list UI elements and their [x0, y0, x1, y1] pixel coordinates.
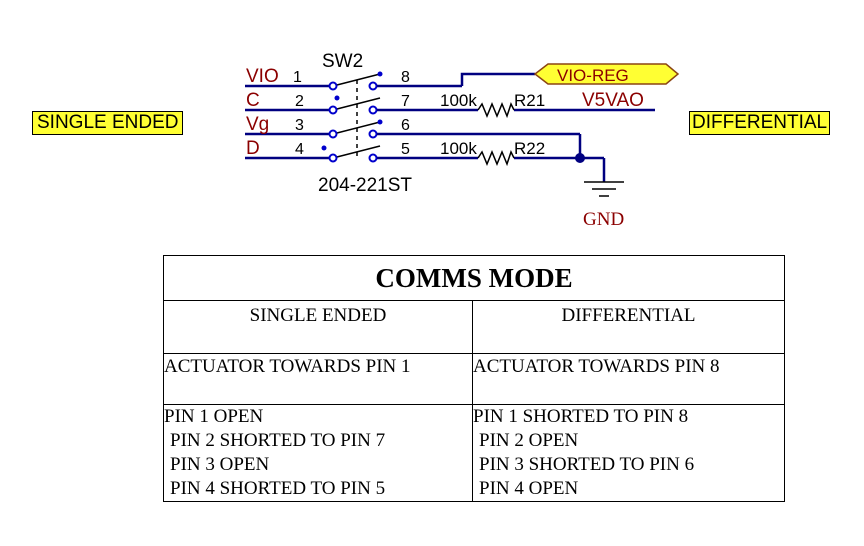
tag-differential: DIFFERENTIAL — [689, 111, 831, 135]
resistors — [477, 102, 515, 167]
actuator-differential: ACTUATOR TOWARDS PIN 8 — [472, 353, 785, 405]
list-item: PIN 3 OPEN — [170, 454, 270, 475]
list-item: PIN 2 OPEN — [479, 430, 579, 451]
pin-5: 5 — [401, 141, 410, 158]
differential-pin-list: PIN 1 SHORTED TO PIN 8 PIN 2 OPEN PIN 3 … — [472, 404, 785, 502]
list-item: PIN 3 SHORTED TO PIN 6 — [479, 454, 695, 475]
pin-1: 1 — [293, 69, 302, 86]
switch-sw2 — [321, 71, 383, 163]
list-item: PIN 1 SHORTED TO PIN 8 — [473, 406, 689, 427]
pin-8: 8 — [401, 69, 410, 86]
left-wires — [245, 84, 333, 160]
actuator-single-ended: ACTUATOR TOWARDS PIN 1 — [163, 353, 473, 405]
tag-single-ended: SINGLE ENDED — [32, 111, 184, 135]
pin-4: 4 — [295, 141, 304, 158]
pin-6: 6 — [401, 117, 410, 134]
r21-ref: R21 — [514, 91, 545, 110]
gnd-label: GND — [583, 209, 624, 230]
net-v5vao: V5VAO — [582, 90, 644, 111]
comms-mode-table: COMMS MODE SINGLE ENDED DIFFERENTIAL ACT… — [163, 255, 785, 502]
pin-7: 7 — [401, 93, 410, 110]
switch-part: 204-221ST — [318, 175, 412, 196]
net-left-4: D — [246, 138, 260, 159]
net-left-2: C — [246, 90, 260, 111]
single-ended-pin-list: PIN 1 OPEN PIN 2 SHORTED TO PIN 7 PIN 3 … — [163, 404, 473, 502]
r22-ref: R22 — [514, 139, 545, 158]
r21-value: 100k — [440, 91, 477, 110]
port-vio-reg — [533, 63, 680, 85]
col-header-differential: DIFFERENTIAL — [472, 300, 785, 354]
port-vio-reg-label: VIO-REG — [557, 66, 629, 85]
list-item: PIN 2 SHORTED TO PIN 7 — [170, 430, 386, 451]
r22-value: 100k — [440, 139, 477, 158]
table-title: COMMS MODE — [163, 255, 785, 301]
col-header-single-ended: SINGLE ENDED — [163, 300, 473, 354]
pin-3: 3 — [295, 117, 304, 134]
junction-dot — [575, 153, 585, 163]
list-item: PIN 4 SHORTED TO PIN 5 — [170, 478, 386, 499]
list-item: PIN 1 OPEN — [164, 406, 264, 427]
net-left-3: Vg — [246, 114, 269, 135]
switch-ref: SW2 — [322, 51, 363, 72]
list-item: PIN 4 OPEN — [479, 478, 579, 499]
gnd-symbol — [584, 181, 624, 197]
right-wires — [377, 72, 655, 182]
net-left-1: VIO — [246, 66, 279, 87]
pin-2: 2 — [295, 93, 304, 110]
